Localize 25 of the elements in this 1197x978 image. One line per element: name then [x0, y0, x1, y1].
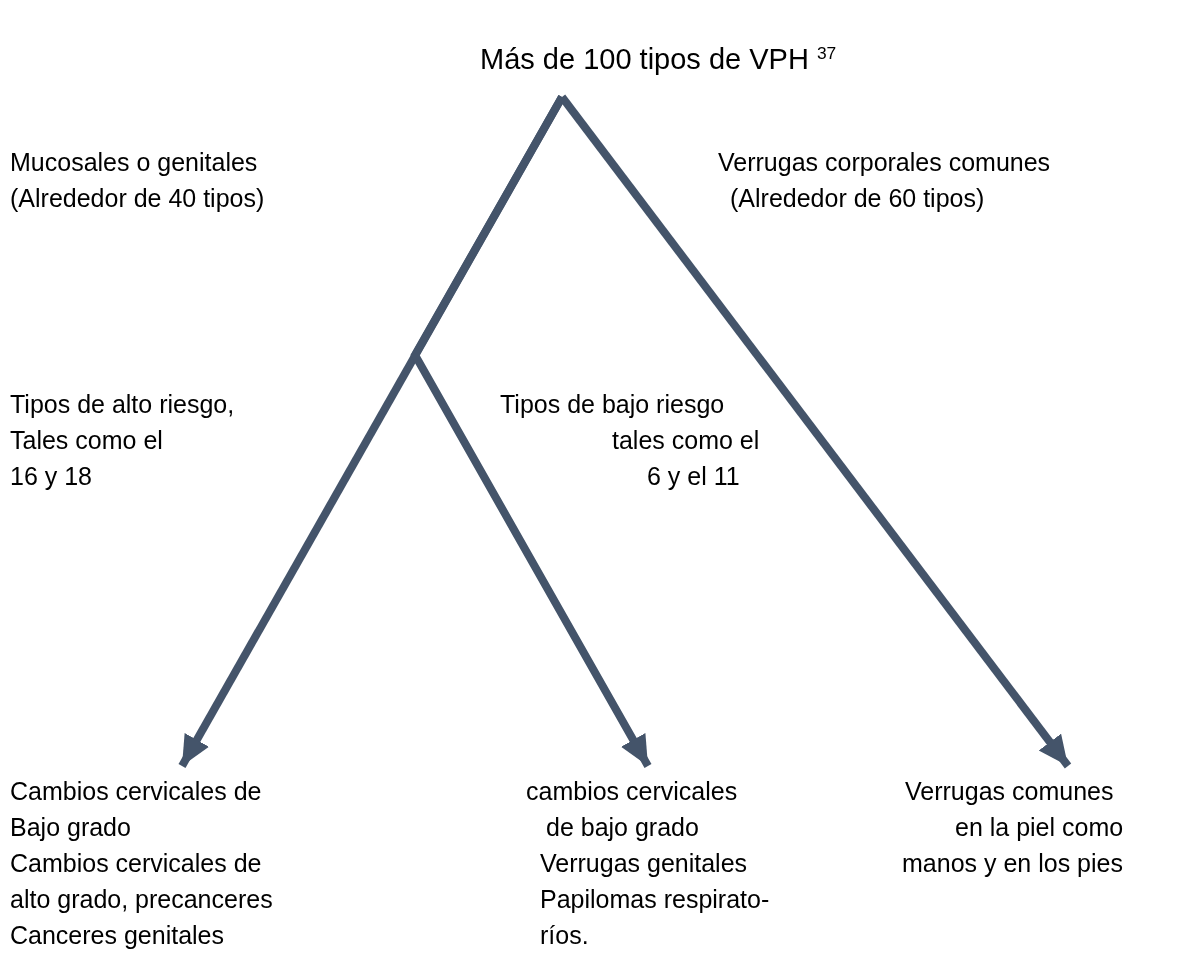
branch-label: Tipos de alto riesgo, — [10, 389, 235, 420]
outcome-text: Cambios cervicales de — [10, 776, 262, 807]
branch-label: Verrugas corporales comunes — [718, 147, 1051, 178]
branch-label: (Alrededor de 60 tipos) — [730, 183, 985, 214]
branch-label: Tales como el — [10, 425, 163, 456]
outcome-text: en la piel como — [955, 812, 1124, 843]
branch-label: tales como el — [612, 425, 760, 456]
branch-label: Tipos de bajo riesgo — [500, 389, 725, 420]
outcome-text: alto grado, precanceres — [10, 884, 273, 915]
outcome-text: cambios cervicales — [526, 776, 738, 807]
outcome-text: manos y en los pies — [902, 848, 1123, 879]
outcome-text: Canceres genitales — [10, 920, 224, 951]
arrow — [410, 95, 652, 768]
outcome-text: Cambios cervicales de — [10, 848, 262, 879]
outcome-text: de bajo grado — [546, 812, 699, 843]
outcome-text: Bajo grado — [10, 812, 131, 843]
branch-label: Mucosales o genitales — [10, 147, 258, 178]
branch-label: 16 y 18 — [10, 461, 92, 492]
outcome-text: Verrugas genitales — [540, 848, 748, 879]
outcome-text: Papilomas respirato- — [540, 884, 770, 915]
outcome-text: Verrugas comunes — [905, 776, 1114, 807]
diagram-heading: Más de 100 tipos de VPH $^{37}$ — [480, 42, 837, 76]
branch-label: 6 y el 11 — [647, 461, 740, 492]
outcome-text: ríos. — [540, 920, 589, 951]
branch-label: (Alrededor de 40 tipos) — [10, 183, 265, 214]
